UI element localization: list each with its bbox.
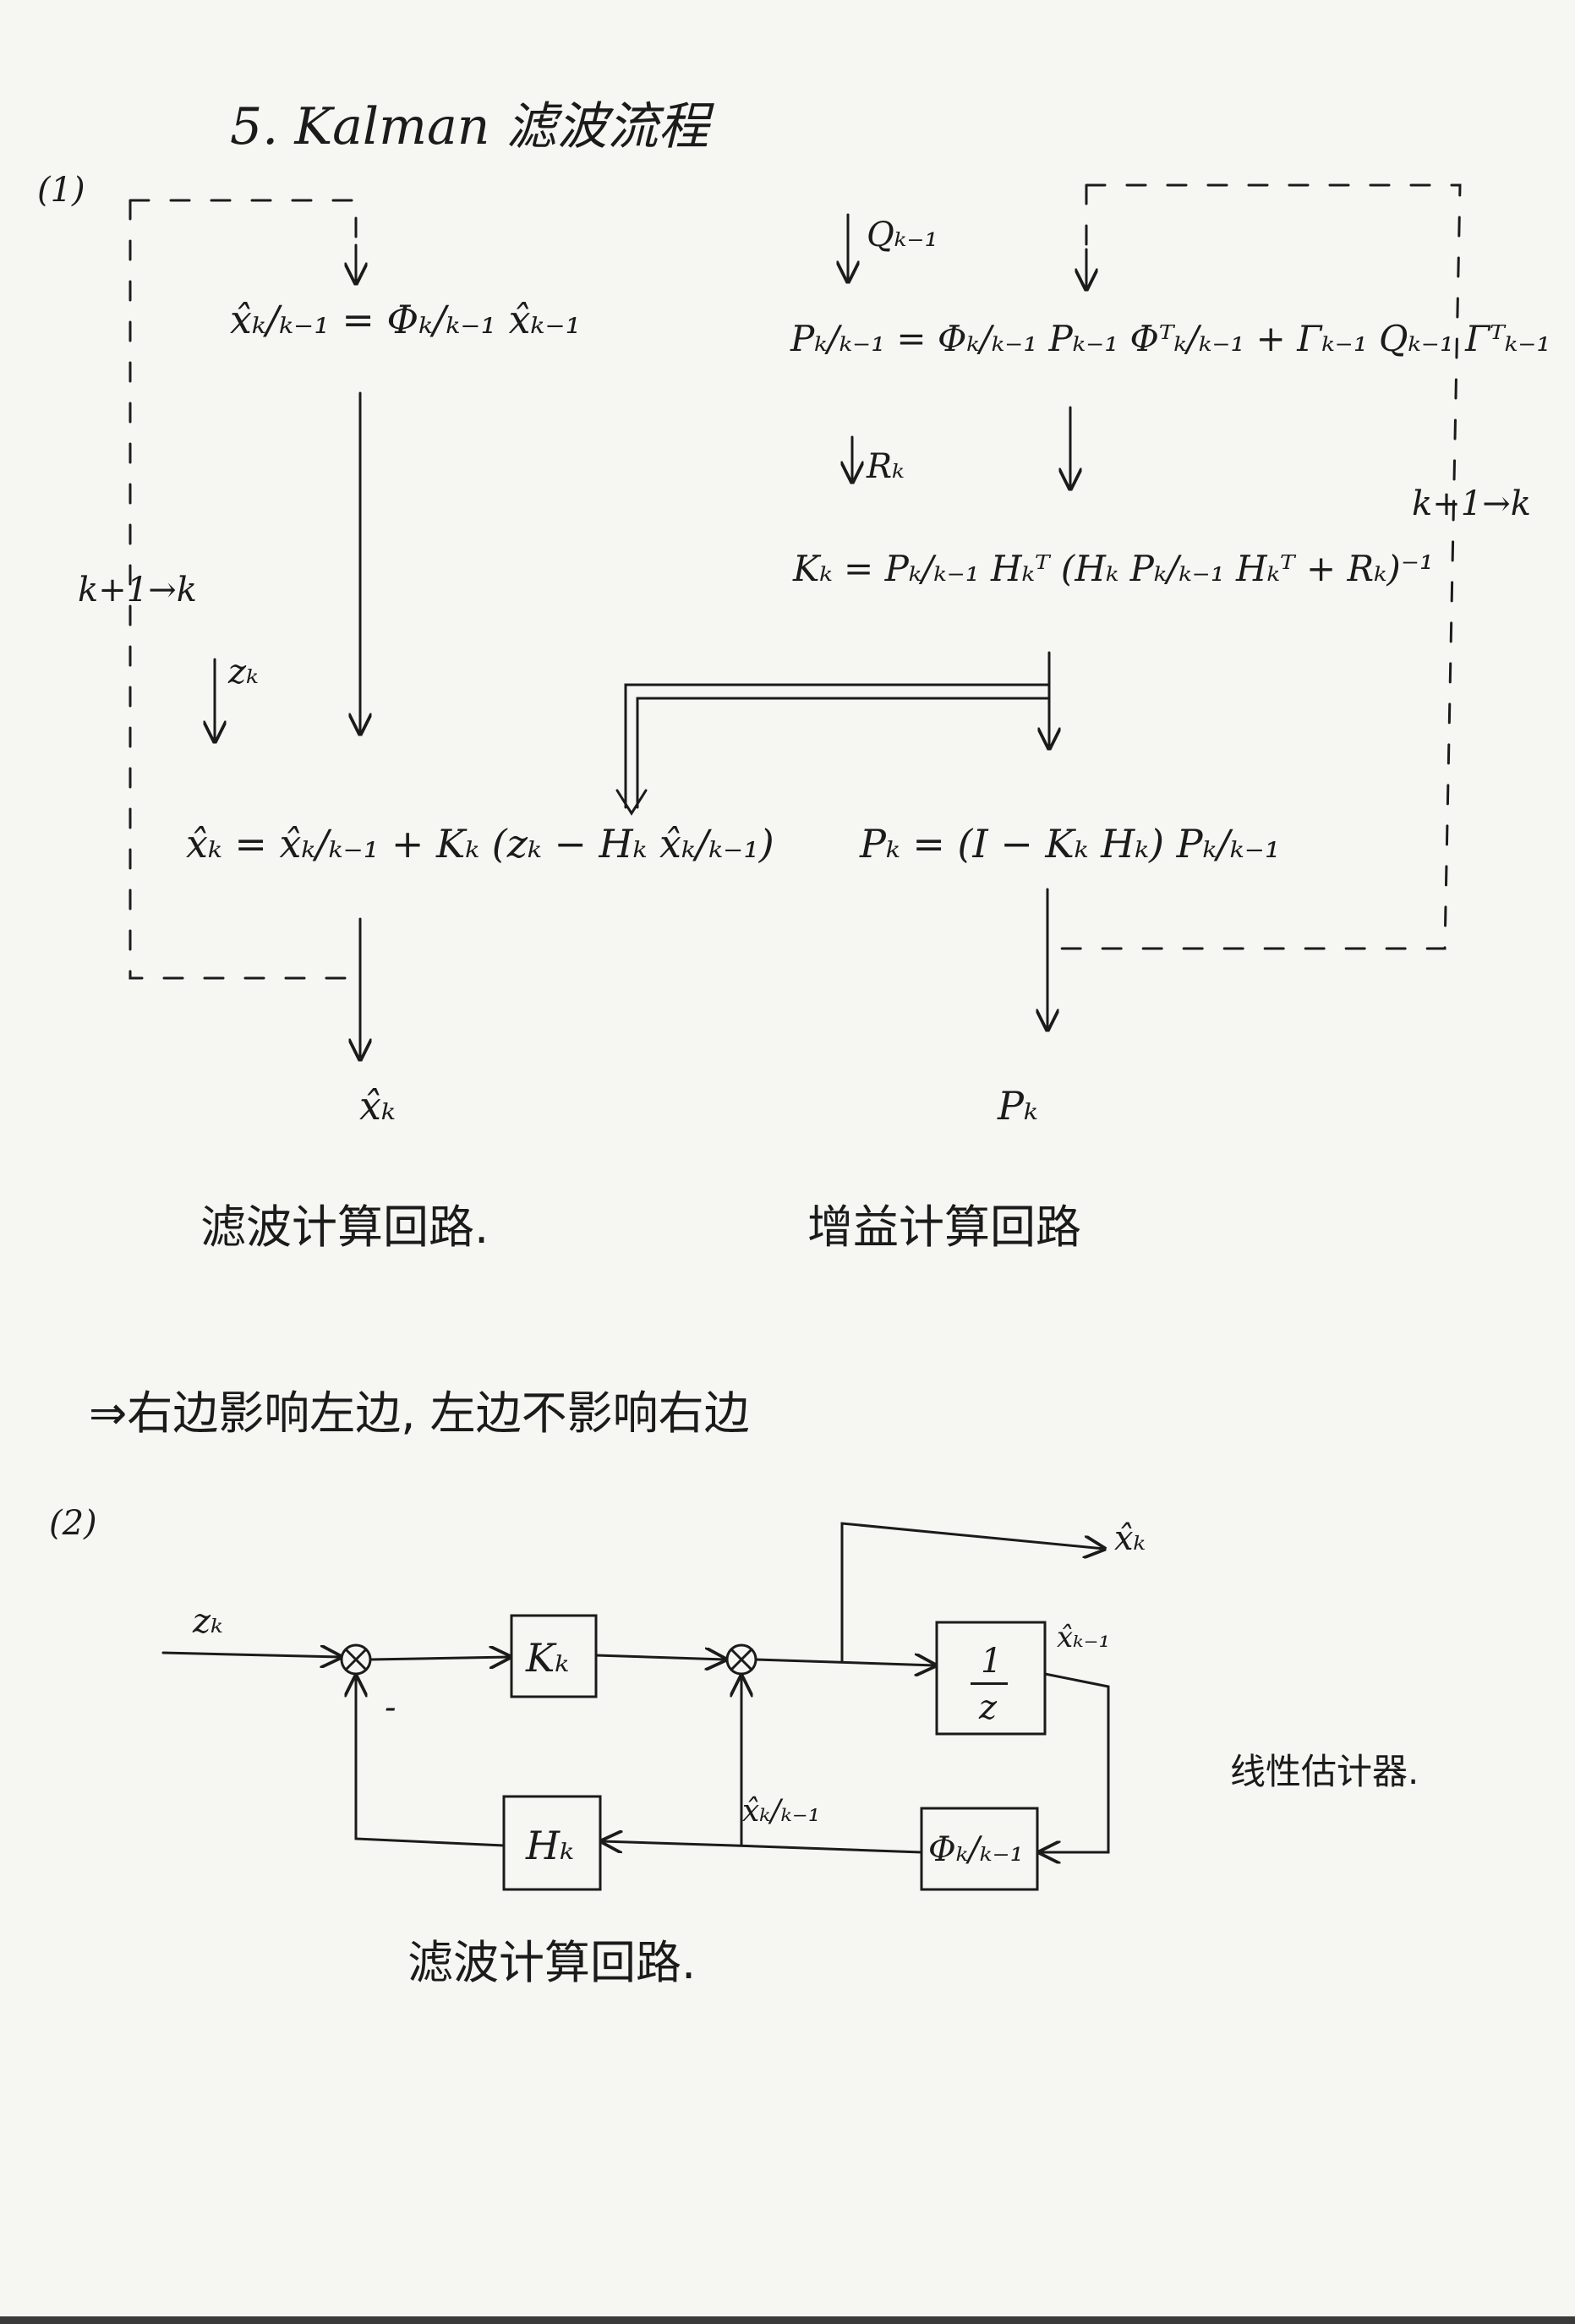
minus-sign: - — [385, 1688, 396, 1727]
eq-cov-update: Pₖ = (I − Kₖ Hₖ) Pₖ/ₖ₋₁ — [860, 821, 1281, 867]
right-loop-dashed — [1051, 183, 1462, 950]
double-arrow-gain-to-state — [615, 683, 1051, 816]
line-gain-to-sum2 — [594, 1655, 725, 1660]
line-z-in — [161, 1653, 341, 1657]
line-output-branch — [840, 1522, 1104, 1663]
block-input-label: zₖ — [193, 1602, 223, 1641]
page-title: 5. Kalman 滤波流程 — [230, 97, 709, 156]
caption-filter-loop: 滤波计算回路. — [200, 1200, 489, 1254]
block-delay-denominator: z — [979, 1688, 998, 1727]
signal-output-label: x̂ₖ — [1114, 1519, 1146, 1558]
loop-right-label: k+1→k — [1412, 484, 1531, 523]
line-transition-to-measure — [602, 1841, 923, 1854]
eq-gain: Kₖ = Pₖ/ₖ₋₁ Hₖᵀ (Hₖ Pₖ/ₖ₋₁ Hₖᵀ + Rₖ)⁻¹ — [793, 548, 1434, 589]
output-p-label: Pₖ — [998, 1083, 1038, 1129]
eq-state-predict: x̂ₖ/ₖ₋₁ = Φₖ/ₖ₋₁ x̂ₖ₋₁ — [230, 297, 582, 342]
eq-cov-predict: Pₖ/ₖ₋₁ = Φₖ/ₖ₋₁ Pₖ₋₁ Φᵀₖ/ₖ₋₁ + Γₖ₋₁ Qₖ₋₁… — [790, 318, 1551, 359]
input-q-label: Qₖ₋₁ — [867, 216, 938, 254]
line-delay-to-transition — [1040, 1672, 1110, 1852]
caption-gain-loop: 增益计算回路 — [807, 1200, 1081, 1254]
input-z-label: zₖ — [228, 653, 259, 692]
eq-state-update: x̂ₖ = x̂ₖ/ₖ₋₁ + Kₖ (zₖ − Hₖ x̂ₖ/ₖ₋₁) — [186, 821, 774, 867]
part1-label: (1) — [37, 171, 85, 210]
line-sum2-to-delay — [754, 1660, 935, 1665]
output-x-label: x̂ₖ — [359, 1083, 396, 1129]
block-delay-box — [935, 1621, 1047, 1736]
block-transition-label: Φₖ/ₖ₋₁ — [928, 1830, 1024, 1869]
part2-label: (2) — [49, 1504, 97, 1543]
page-edge — [0, 2316, 1575, 2324]
signal-prev-label: x̂ₖ₋₁ — [1057, 1621, 1111, 1654]
line-sum1-to-gain — [369, 1657, 510, 1660]
conclusion-text: ⇒右边影响左边, 左边不影响右边 — [89, 1386, 750, 1440]
input-r-label: Rₖ — [867, 447, 905, 486]
block-gain-label: Kₖ — [526, 1635, 570, 1681]
block-transition-box — [920, 1807, 1039, 1891]
block-measure-label: Hₖ — [526, 1823, 574, 1868]
caption-part2: 滤波计算回路. — [407, 1936, 697, 1989]
block-delay-numerator: 1 — [981, 1642, 1003, 1681]
block-measure-box — [502, 1795, 602, 1891]
line-measure-to-sum1 — [356, 1676, 506, 1847]
fraction-bar — [971, 1682, 1008, 1685]
loop-left-label: k+1→k — [78, 571, 197, 610]
signal-predict-label: x̂ₖ/ₖ₋₁ — [742, 1794, 821, 1829]
side-note: 线性估计器. — [1230, 1751, 1419, 1792]
left-loop-dashed — [129, 199, 358, 980]
